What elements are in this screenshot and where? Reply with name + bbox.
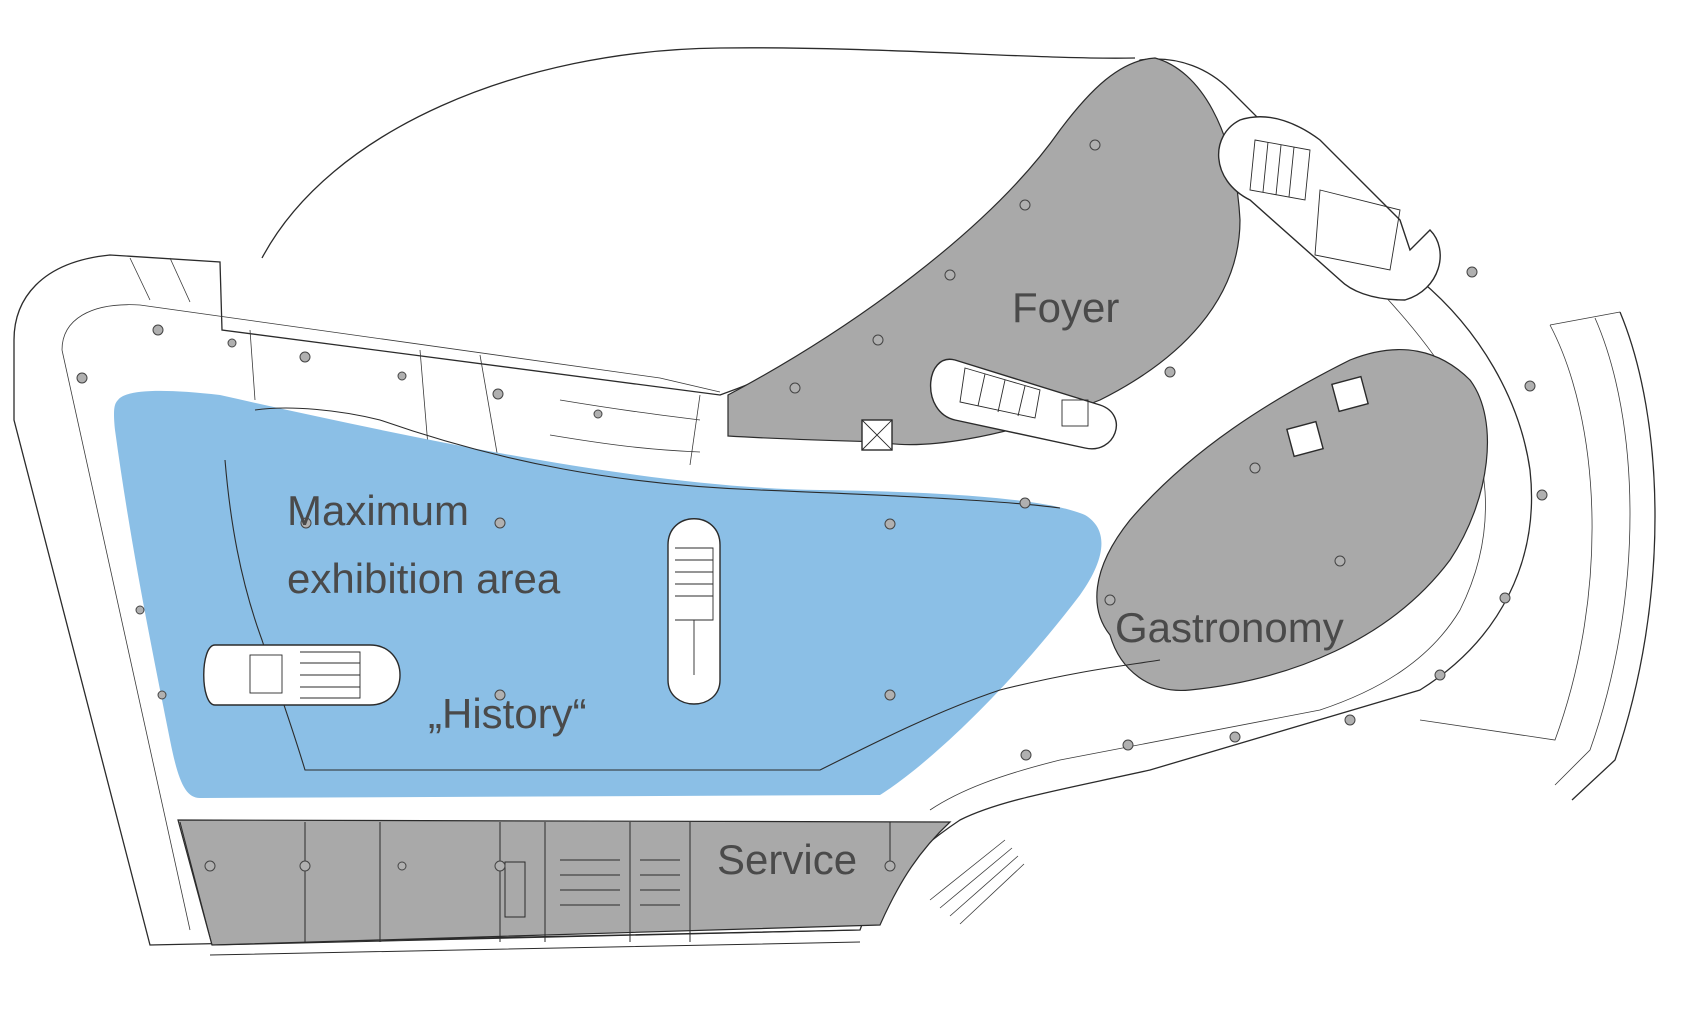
right-gallery-inner: [1554, 317, 1631, 786]
columns: [76, 139, 1548, 872]
roof-arc: [261, 47, 1136, 259]
service-label: Service: [717, 836, 857, 883]
right-gallery-band: [1419, 324, 1593, 741]
left-wing-structure: [129, 257, 701, 471]
history-boundary: [224, 407, 1161, 771]
foyer-label: Foyer: [1012, 284, 1119, 331]
exhibition-label-line1: Maximum: [287, 487, 469, 534]
center-stair-core: [667, 518, 721, 705]
upper-right-stair-tower: [1218, 116, 1441, 301]
lift-shafts: [861, 375, 1369, 458]
foyer-stair-core: [929, 358, 1118, 450]
service-rooms: [179, 821, 891, 956]
gastronomy-zone: [1096, 349, 1489, 692]
exhibition-label-line2: exhibition area: [287, 555, 561, 602]
history-label: „History“: [428, 690, 587, 737]
gastronomy-label: Gastronomy: [1115, 604, 1344, 651]
right-gallery-tie: [1549, 311, 1621, 326]
left-stair-core: [203, 644, 401, 706]
exhibition-zone: [114, 390, 1102, 798]
right-gallery-outer: [1571, 311, 1656, 801]
ramp: [929, 839, 1025, 925]
service-zone: [177, 819, 952, 946]
